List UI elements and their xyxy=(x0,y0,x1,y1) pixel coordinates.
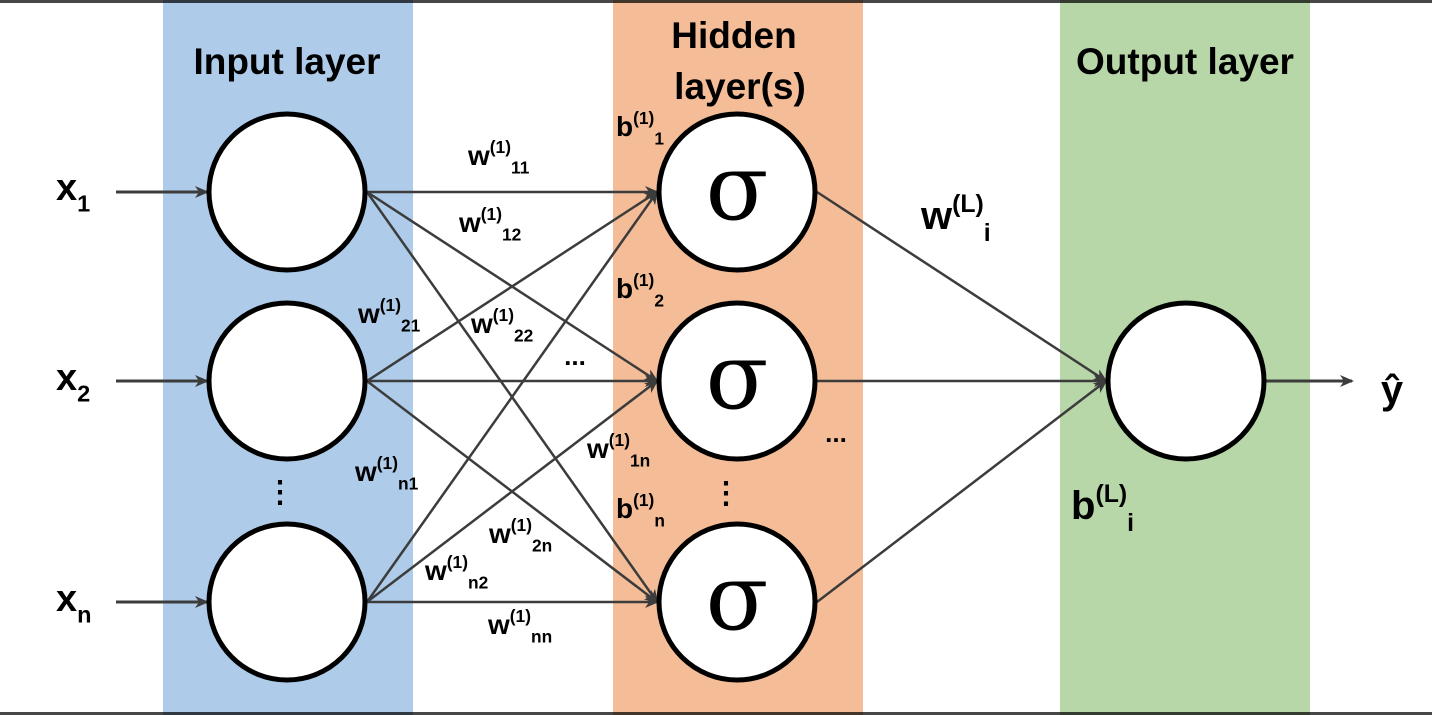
input-node-3 xyxy=(206,521,368,683)
sigma-symbol-1: σ xyxy=(706,134,769,241)
edge-hid1-out xyxy=(816,190,1108,383)
input-node-1 xyxy=(206,111,368,273)
sigma-symbol-3: σ xyxy=(706,544,769,651)
hidden-node-2 xyxy=(656,300,818,462)
edge-in3-hid1 xyxy=(365,190,659,603)
labels-group: x1 x2 xn b(1)1 b(1)2 b(1)n w(1)11 w(1)12 w(1)21 w… xyxy=(56,108,1404,646)
input-label-xn: xn xyxy=(56,578,92,627)
edge-hid3-out xyxy=(816,379,1108,603)
weight-label-21: w(1)21 xyxy=(357,295,421,335)
bias-label-n: b(1)n xyxy=(616,490,665,530)
weight-label-12: w(1)12 xyxy=(458,204,521,244)
edge-in3-hid2 xyxy=(366,379,659,603)
weight-label-22: w(1)22 xyxy=(470,305,533,345)
weight-label-2n: w(1)2n xyxy=(488,515,552,555)
weight-label-11: w(1)11 xyxy=(467,137,530,177)
nodes-group: σσσ xyxy=(206,111,1267,683)
sigma-symbol-2: σ xyxy=(706,323,769,430)
weight-label-n1: w(1)n1 xyxy=(354,453,419,493)
ellipsis-vertical-1: ⋮ xyxy=(265,476,295,509)
hidden-node-1 xyxy=(656,111,818,273)
output-bias-label: b(L)i xyxy=(1071,481,1134,537)
input-node-2 xyxy=(206,300,368,462)
output-label-y-hat: ŷ xyxy=(1381,368,1404,412)
output-weight-label: w(L)i xyxy=(920,191,991,247)
bottom-frame-line xyxy=(0,712,1432,715)
output-node xyxy=(1105,300,1267,462)
weight-label-n2: w(1)n2 xyxy=(424,552,488,592)
weight-label-1n: w(1)1n xyxy=(586,430,650,470)
hidden-layer-title-line2: layer(s) xyxy=(674,66,806,107)
ellipsis-vertical-2: ⋮ xyxy=(711,477,741,510)
input-label-x2: x2 xyxy=(56,357,90,406)
hidden-layer-title-line1: Hidden xyxy=(671,15,796,56)
bias-label-1: b(1)1 xyxy=(616,108,664,148)
ellipsis-horizontal-1: ... xyxy=(564,341,586,371)
output-layer-title: Output layer xyxy=(1076,41,1294,82)
input-label-x1: x1 xyxy=(56,167,90,216)
weight-label-nn: w(1)nn xyxy=(487,606,552,646)
hidden-node-3 xyxy=(656,521,818,683)
top-frame-line xyxy=(0,0,1432,3)
edge-in2-hid1 xyxy=(366,190,659,383)
ellipsis-horizontal-2: ... xyxy=(825,418,847,448)
input-layer-title: Input layer xyxy=(193,41,380,82)
bias-label-2: b(1)2 xyxy=(616,270,664,310)
edges-group xyxy=(116,186,1354,608)
